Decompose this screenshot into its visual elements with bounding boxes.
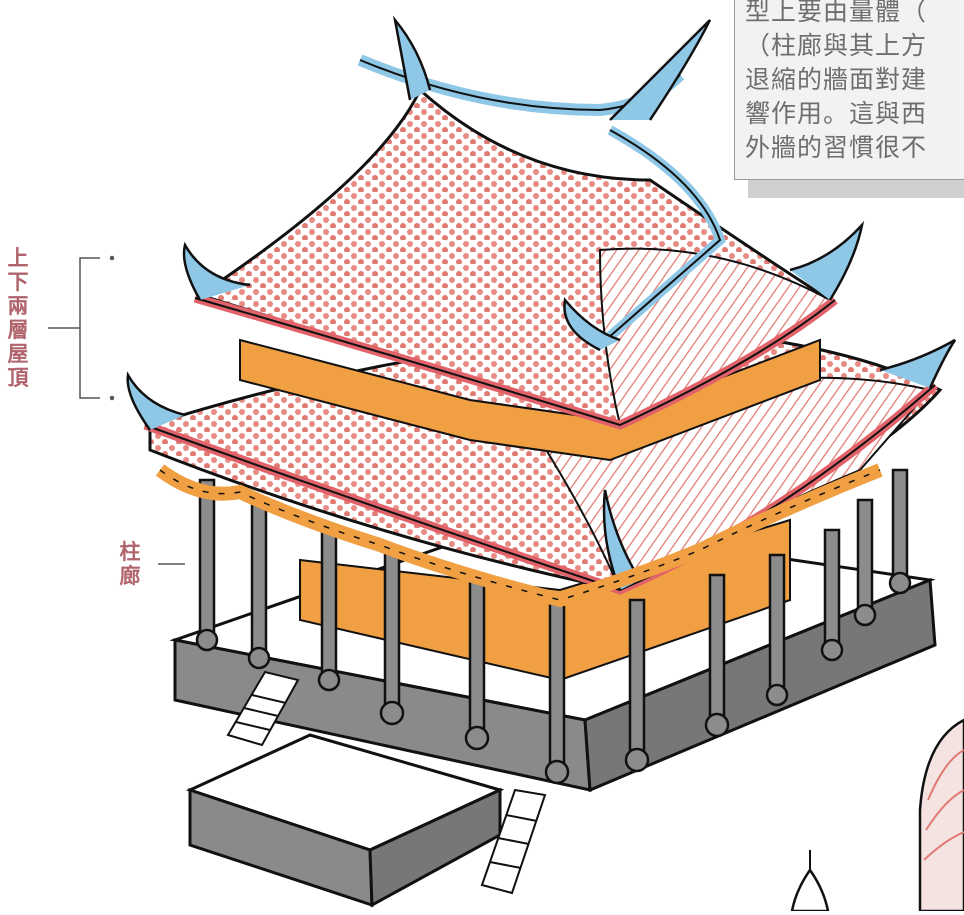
roof-label-char: 上 (7, 246, 29, 270)
note-line: 型上要由量體（ (745, 0, 928, 26)
roof-label: 上 下 兩 層 屋 頂 (6, 246, 30, 390)
note-box-shadow (748, 180, 964, 198)
upper-wall-band (239, 338, 821, 462)
note-line: （柱廊與其上方 (745, 31, 928, 60)
note-line: 退縮的牆面對建 (745, 65, 928, 94)
note-line: 響作用。這與西 (745, 99, 928, 128)
note-line: 外牆的習慣很不 (745, 133, 928, 162)
neighbouring-dome (918, 718, 964, 913)
colonnade-label-char: 柱 (119, 540, 141, 564)
roof-label-char: 層 (7, 318, 29, 342)
roof-label-char: 兩 (7, 294, 29, 318)
roof-label-char: 下 (7, 270, 29, 294)
stairs-left (226, 670, 300, 747)
roof-label-char: 頂 (7, 366, 29, 390)
note-box: 型上要由量體（ （柱廊與其上方 退縮的牆面對建 響作用。這與西 外牆的習慣很不 (734, 0, 964, 180)
colonnade-label-char: 廊 (119, 564, 141, 588)
small-spire (790, 850, 830, 913)
upper-roof (182, 15, 865, 430)
stairs-right (480, 788, 547, 895)
roof-label-bracket (48, 255, 115, 401)
front-step-platform (185, 733, 505, 908)
colonnade-label: 柱 廊 (118, 540, 142, 588)
roof-label-char: 屋 (7, 342, 29, 366)
